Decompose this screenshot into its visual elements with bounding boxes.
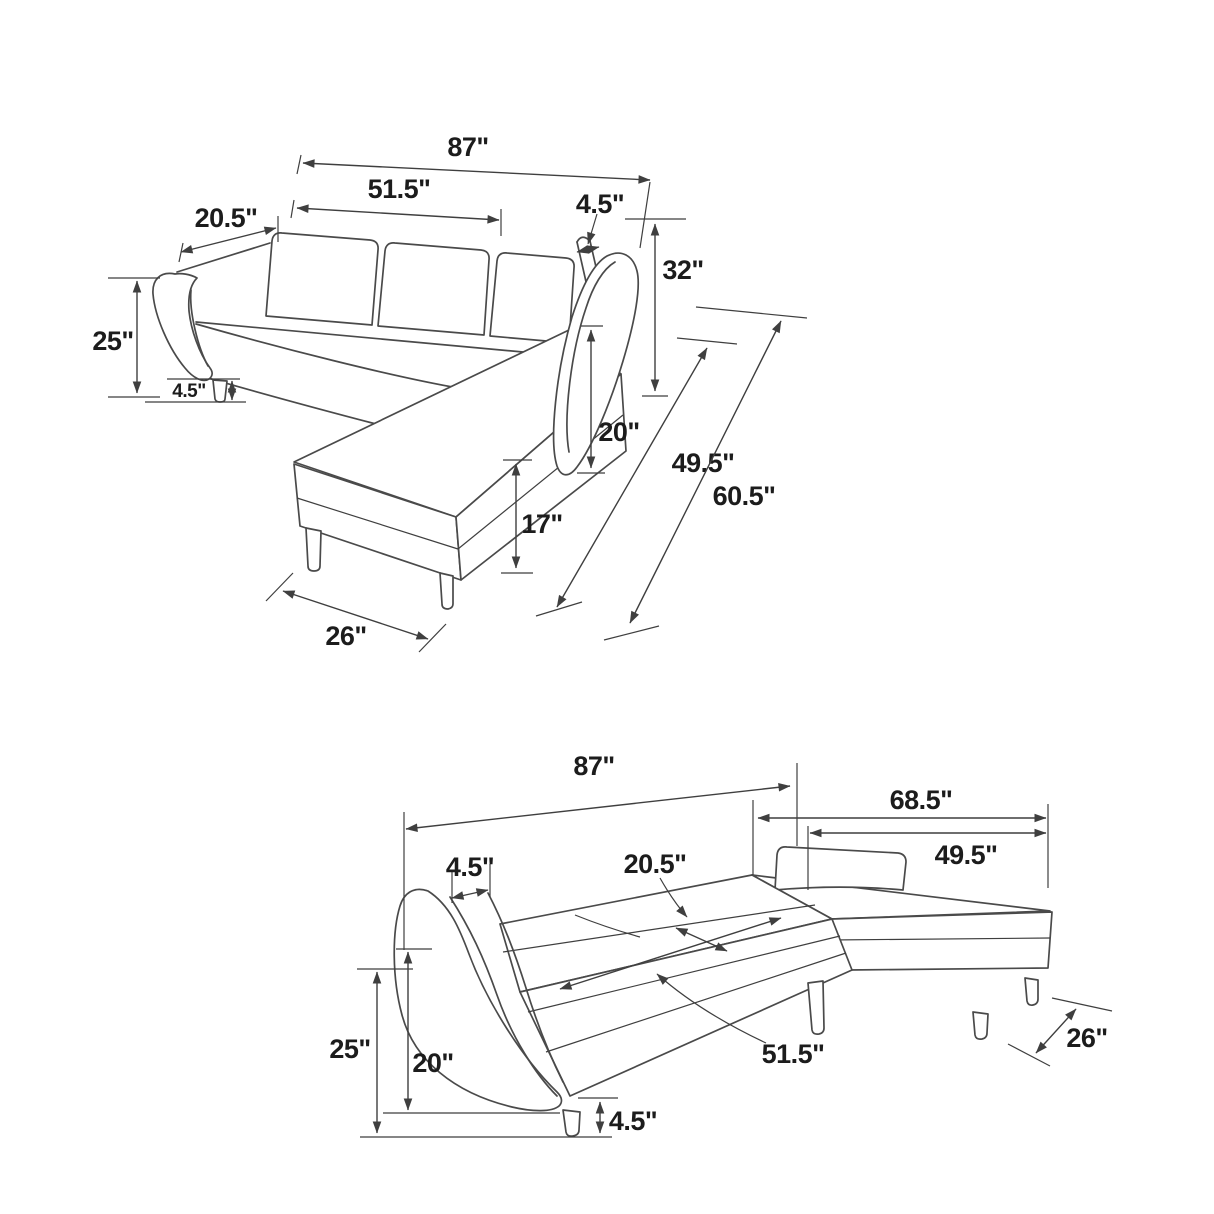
chaise-leg-right: [439, 572, 454, 610]
sofa-bed-outline: [393, 846, 1053, 1138]
ext-tick: [1051, 997, 1113, 1012]
dimension-annotations-bottom: 87" 68.5" 49.5" 4.5" 20.5" 25": [329, 751, 1113, 1138]
dim-label-chaise-back-height: 20": [598, 417, 639, 447]
bed-chaise-backrest-panel: [774, 846, 907, 891]
bed-arm-roll-contour-1: [449, 896, 558, 1097]
dim-label-overall-depth: 60.5": [713, 481, 776, 511]
ext-tick: [603, 625, 660, 641]
back-panel-end-cap: [576, 236, 591, 243]
dimension-annotations-top: 87" 51.5" 20.5" 4.5" 32" 25": [92, 132, 808, 653]
dim-label-chaise-width-sofa: 26": [325, 621, 366, 651]
ext-tick: [1007, 1043, 1051, 1067]
sofa-top-view-group: 87" 51.5" 20.5" 4.5" 32" 25": [92, 132, 808, 653]
dim-line-back-thickness: [576, 245, 600, 254]
dim-label-seat-back-width: 51.5": [368, 174, 431, 204]
bed-arm-roll-contour-2: [487, 892, 564, 1083]
ext-tick: [265, 572, 294, 602]
leader-cushion-width: [659, 877, 688, 918]
dim-label-arm-height-bed: 25": [329, 1034, 370, 1064]
ext-tick: [290, 199, 295, 219]
bed-arm-leg: [562, 1109, 581, 1138]
dim-label-chaise-width-bed: 26": [1066, 1023, 1107, 1053]
dim-label-cushion-width: 20.5": [624, 849, 687, 879]
sofa-bed-bottom-view-group: 87" 68.5" 49.5" 4.5" 20.5" 25": [329, 751, 1113, 1138]
dim-line-armrest-length: [180, 226, 277, 254]
ext-tick: [535, 601, 583, 617]
bed-deck-front-seam-2: [545, 952, 847, 1053]
bed-deck-front-leg: [807, 980, 825, 1036]
dim-label-bed-length: 51.5": [762, 1039, 825, 1069]
ext-tick: [676, 337, 738, 345]
front-left-leg: [212, 379, 228, 403]
dim-label-seat-height: 17": [521, 509, 562, 539]
dim-label-leg-height: 4.5": [172, 381, 205, 402]
back-cushion-3: [489, 252, 575, 344]
ext-tick: [418, 623, 447, 653]
armrest-top-edge: [176, 242, 271, 273]
dim-label-back-thickness: 4.5": [576, 189, 624, 219]
left-arm: [152, 272, 213, 382]
back-cushion-1: [265, 232, 379, 326]
ext-line: [639, 181, 651, 249]
dim-label-overall-width-sofa: 87": [447, 132, 488, 162]
bed-left-arm: [393, 888, 563, 1112]
bed-chaise-leg-front: [972, 1011, 989, 1041]
dim-label-arm-height: 25": [92, 326, 133, 356]
left-arm-inner-contour: [189, 289, 209, 367]
dim-label-chaise-length-bed: 49.5": [935, 840, 998, 870]
ext-tick: [296, 154, 302, 175]
dim-line-arm-thickness: [451, 888, 489, 900]
dim-line-overall-depth: [629, 320, 782, 624]
back-cushion-2: [377, 242, 490, 336]
dim-label-open-depth: 68.5": [890, 785, 953, 815]
dim-line-chaise-width: [282, 590, 429, 640]
bed-chaise-leg-right: [1024, 977, 1039, 1007]
dim-label-armrest-length: 20.5": [195, 203, 258, 233]
dim-line-overall-width: [302, 159, 651, 184]
dim-line-bed-length: [559, 917, 782, 990]
ext-tick: [178, 242, 184, 263]
chaise-leg-front: [305, 527, 322, 572]
seat-front-edge: [195, 323, 459, 389]
dim-label-arm-thickness: 4.5": [446, 852, 494, 882]
dim-line-overall-length: [405, 783, 791, 832]
ext-tick: [695, 306, 808, 319]
dim-line-seat-back-width: [296, 204, 500, 224]
chaise-front-seam: [296, 497, 459, 550]
dim-line-chaise-width-bed: [1035, 1008, 1077, 1054]
dim-label-overall-length-bed: 87": [573, 751, 614, 781]
bed-chaise-front-seam: [829, 937, 1051, 941]
dim-label-chaise-length-sofa: 49.5": [672, 448, 735, 478]
bed-chaise-front-face: [831, 911, 1053, 971]
base-bottom-edge: [207, 377, 377, 425]
dim-label-bed-height: 20": [412, 1048, 453, 1078]
leader-back-thickness: [587, 213, 598, 245]
dim-label-leg-height-bed: 4.5": [609, 1106, 657, 1136]
dim-label-overall-height: 32": [662, 255, 703, 285]
sofa-outline: [152, 232, 640, 610]
